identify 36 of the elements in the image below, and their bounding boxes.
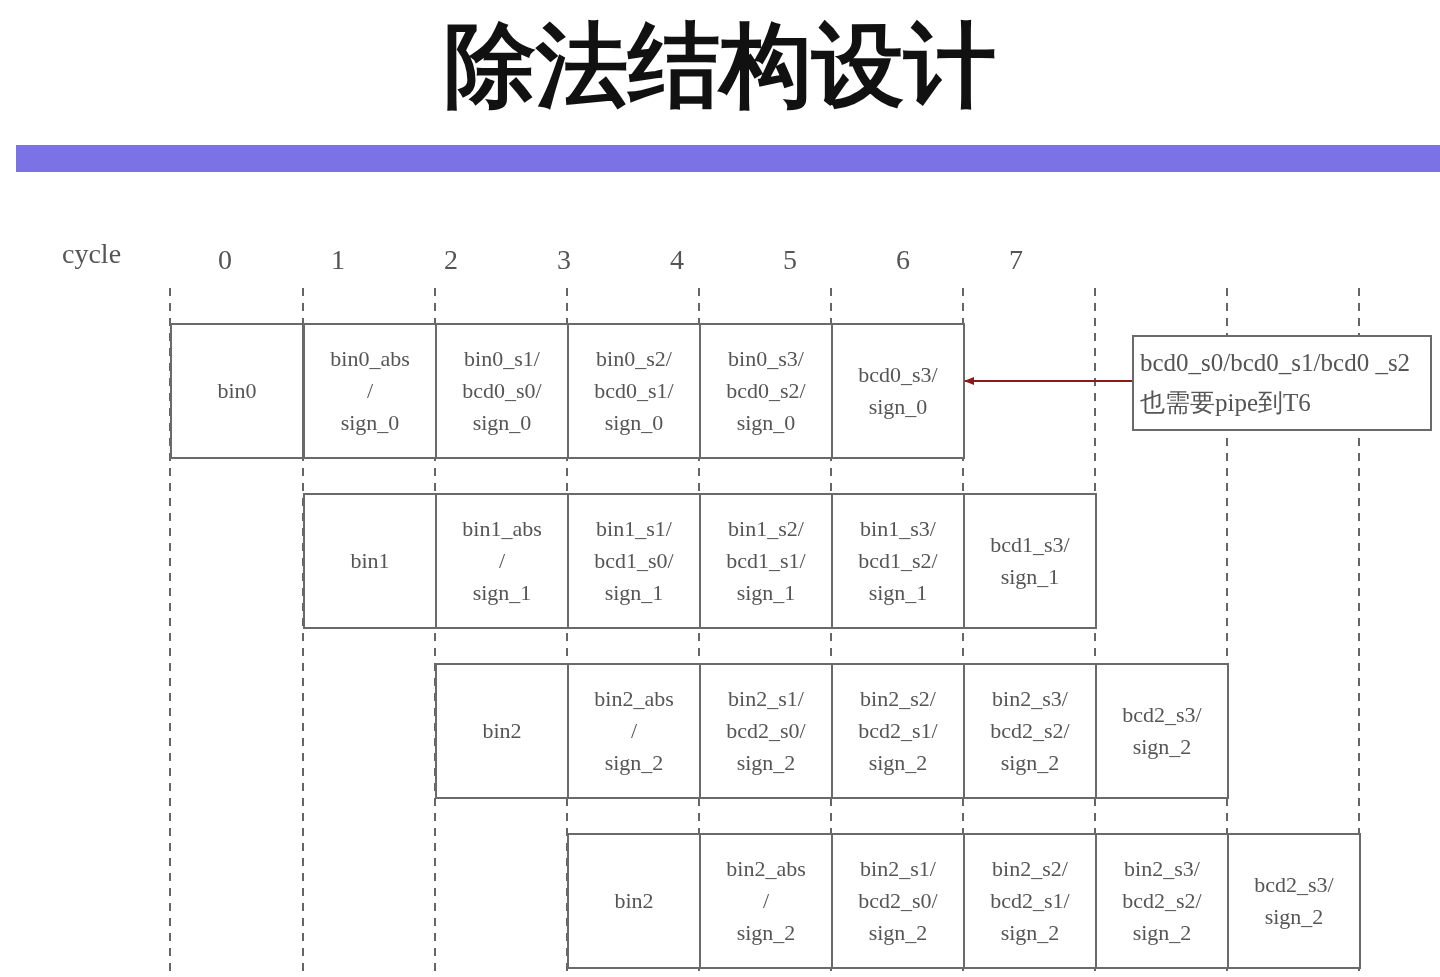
stage-cell: bin1_s3/ bcd1_s2/ sign_1	[831, 493, 965, 629]
cycle-number: 5	[783, 244, 797, 276]
cycle-number: 1	[331, 244, 345, 276]
stage-cell: bin1	[303, 493, 437, 629]
stage-cell: bcd0_s3/ sign_0	[831, 323, 965, 459]
cycle-number: 3	[557, 244, 571, 276]
axis-label: cycle	[62, 238, 122, 270]
stage-cell: bin2_s2/ bcd2_s1/ sign_2	[831, 663, 965, 799]
stage-cell: bin0_s2/ bcd0_s1/ sign_0	[567, 323, 701, 459]
stage-cell: bin1_abs / sign_1	[435, 493, 569, 629]
stage-cell: bin2_s1/ bcd2_s0/ sign_2	[699, 663, 833, 799]
stage-cell: bin2_s3/ bcd2_s2/ sign_2	[1095, 833, 1229, 969]
cycle-number: 4	[670, 244, 684, 276]
stage-cell: bin0	[170, 323, 304, 459]
cycle-number: 7	[1009, 244, 1023, 276]
title: 除法结构设计	[443, 11, 997, 121]
stage-cell: bcd2_s3/ sign_2	[1095, 663, 1229, 799]
stage-cell: bin2_s3/ bcd2_s2/ sign_2	[963, 663, 1097, 799]
note-box: bcd0_s0/bcd0_s1/bcd0 _s2也需要pipe到T6	[1132, 335, 1432, 431]
stage-cell: bin2_s2/ bcd2_s1/ sign_2	[963, 833, 1097, 969]
stage-cell: bcd2_s3/ sign_2	[1227, 833, 1361, 969]
stage-cell: bin1_s1/ bcd1_s0/ sign_1	[567, 493, 701, 629]
stage-cell: bin2	[435, 663, 569, 799]
stage-cell: bin0_s1/ bcd0_s0/ sign_0	[435, 323, 569, 459]
stage-cell: bcd1_s3/ sign_1	[963, 493, 1097, 629]
cycle-number: 6	[896, 244, 910, 276]
cycle-number: 0	[218, 244, 232, 276]
stage-cell: bin0_abs / sign_0	[303, 323, 437, 459]
stage-cell: bin2	[567, 833, 701, 969]
stage-cell: bin2_abs / sign_2	[567, 663, 701, 799]
stage-cell: bin0_s3/ bcd0_s2/ sign_0	[699, 323, 833, 459]
cycle-number: 2	[444, 244, 458, 276]
arrow	[964, 377, 1133, 385]
stage-cell: bin1_s2/ bcd1_s1/ sign_1	[699, 493, 833, 629]
stage-cell: bin2_s1/ bcd2_s0/ sign_2	[831, 833, 965, 969]
stage-cell: bin2_abs / sign_2	[699, 833, 833, 969]
